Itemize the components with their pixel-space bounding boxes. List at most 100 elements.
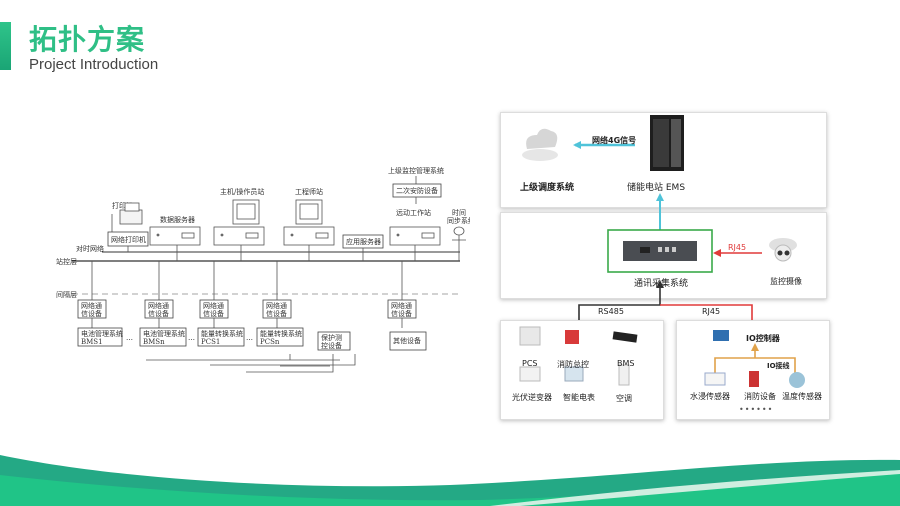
fire-control-icon (565, 330, 579, 344)
ems-cabinet-icon (650, 115, 684, 171)
upper-monitor-label: 上级监控管理系统 (388, 166, 444, 175)
secondary-security-box (392, 183, 442, 198)
io-controller-icon (713, 330, 729, 341)
comm-device-label: 信设备 (148, 309, 169, 318)
data-server-icon (149, 226, 201, 246)
field-device-label: 控设备 (321, 341, 342, 350)
rj45-bottom-label: RJ45 (702, 307, 721, 316)
comm-device-label: 信设备 (266, 309, 287, 318)
uplink-arrow (656, 280, 664, 288)
network-printer-label: 网络打印机 (111, 235, 146, 244)
field-device-label: 电池管理系统 (143, 329, 185, 338)
system-diagram-overlay (519, 115, 805, 388)
engineer-station-label: 工程师站 (295, 187, 323, 196)
device-label-smart-meter: 智能电表 (563, 393, 595, 402)
industrial-pc-icon (623, 241, 697, 261)
comm-device-label: 网络通 (391, 301, 412, 310)
rs485-line (578, 285, 661, 320)
time-sync-label-1: 时间 (452, 208, 466, 217)
comm-device-label: 信设备 (81, 309, 102, 318)
device-label-pcs: PCS (522, 359, 538, 368)
comm-device-label: 网络通 (266, 301, 287, 310)
field-device-label: 能量转换系统 (260, 329, 302, 338)
rj45-top-label: RJ45 (728, 243, 747, 252)
timing-network-label: 对时网络 (76, 244, 104, 253)
ellipsis-label: … (246, 334, 253, 342)
bms-icon (612, 331, 638, 343)
field-device-box: 其他设备 (389, 331, 427, 351)
comm-system-label: 通讯采集系统 (634, 279, 689, 289)
camera-icon (769, 238, 797, 262)
device-label-water-sensor: 水浸传感器 (690, 392, 730, 401)
ems-label: 储能电站 EMS (627, 183, 686, 193)
field-device-label: PCS1 (201, 338, 220, 346)
field-device-label: 其他设备 (393, 336, 421, 345)
comm-device-label: 信设备 (391, 309, 412, 318)
ellipsis-label: … (126, 334, 133, 342)
temperature-sensor-icon (789, 372, 805, 388)
field-device-label: 能量转换系统 (201, 329, 243, 338)
smart-meter-icon (564, 366, 584, 382)
io-wiring-arrow (751, 343, 759, 351)
app-server-label: 应用服务器 (346, 237, 381, 246)
ellipsis-label: … (188, 334, 195, 342)
footer-wave-decoration (0, 455, 900, 506)
host-computer-icon (213, 199, 265, 246)
bay-layer-label: 间隔层 (56, 290, 77, 299)
field-device-label: BMS1 (81, 338, 103, 346)
comm-device-label: 网络通 (148, 301, 169, 310)
pcs-icon (519, 326, 541, 346)
device-label-pv-inverter: 光伏逆变器 (512, 393, 552, 402)
signal-label: 网络4G信号 (592, 136, 637, 145)
comm-device-label: 信设备 (203, 309, 224, 318)
upper-dispatch-label: 上级调度系统 (520, 183, 575, 193)
4g-arrow-head (573, 141, 581, 149)
field-device-label: BMSn (143, 338, 165, 346)
comm-device-label: 网络通 (81, 301, 102, 310)
secondary-security-label: 二次安防设备 (396, 186, 438, 195)
printer-label: 打印机 (112, 201, 133, 210)
air-conditioner-icon (618, 364, 630, 386)
device-label-temperature-sensor: 温度传感器 (782, 392, 822, 401)
field-device-label: 保护测 (321, 333, 342, 342)
station-control-label: 站控层 (56, 257, 77, 266)
comm-device-label: 网络通 (203, 301, 224, 310)
ems-link-arrow (656, 193, 664, 201)
device-label-fire-control: 消防总控 (557, 360, 589, 369)
rj45-camera-arrow (713, 249, 721, 257)
io-controller-label: IO控制器 (746, 334, 780, 343)
more-devices-ellipsis: •••••• (739, 405, 774, 414)
data-server-label: 数据服务器 (160, 215, 195, 224)
title-accent-bar (0, 22, 11, 70)
engineer-computer-icon (283, 199, 335, 246)
camera-label: 监控摄像 (770, 277, 802, 286)
device-label-fire-equipment: 消防设备 (744, 392, 776, 401)
water-sensor-icon (704, 372, 726, 386)
device-label-air-conditioner: 空调 (616, 394, 632, 403)
pv-inverter-icon (519, 366, 541, 382)
field-device-label: PCSn (260, 338, 280, 346)
telecontrol-server-icon (389, 226, 441, 246)
device-panel-right (676, 320, 830, 420)
satellite-dish-icon (452, 226, 466, 241)
device-label-bms: BMS (617, 359, 635, 368)
page-subtitle: Project Introduction (29, 56, 159, 73)
rs485-label: RS485 (598, 307, 624, 316)
host-operator-label: 主机/操作员站 (220, 187, 264, 196)
field-device-label: 电池管理系统 (81, 329, 123, 338)
time-sync-label-2: 同步系统 (447, 216, 470, 225)
station-topology-diagram: 打印机 网络打印机 数据服务器 主机/操作员站 工程师站 应用服务器 上级监控管… (56, 166, 470, 373)
fire-equipment-icon (749, 371, 759, 387)
io-wiring-label: IO接线 (767, 362, 790, 370)
page-title: 拓扑方案 (29, 23, 146, 56)
